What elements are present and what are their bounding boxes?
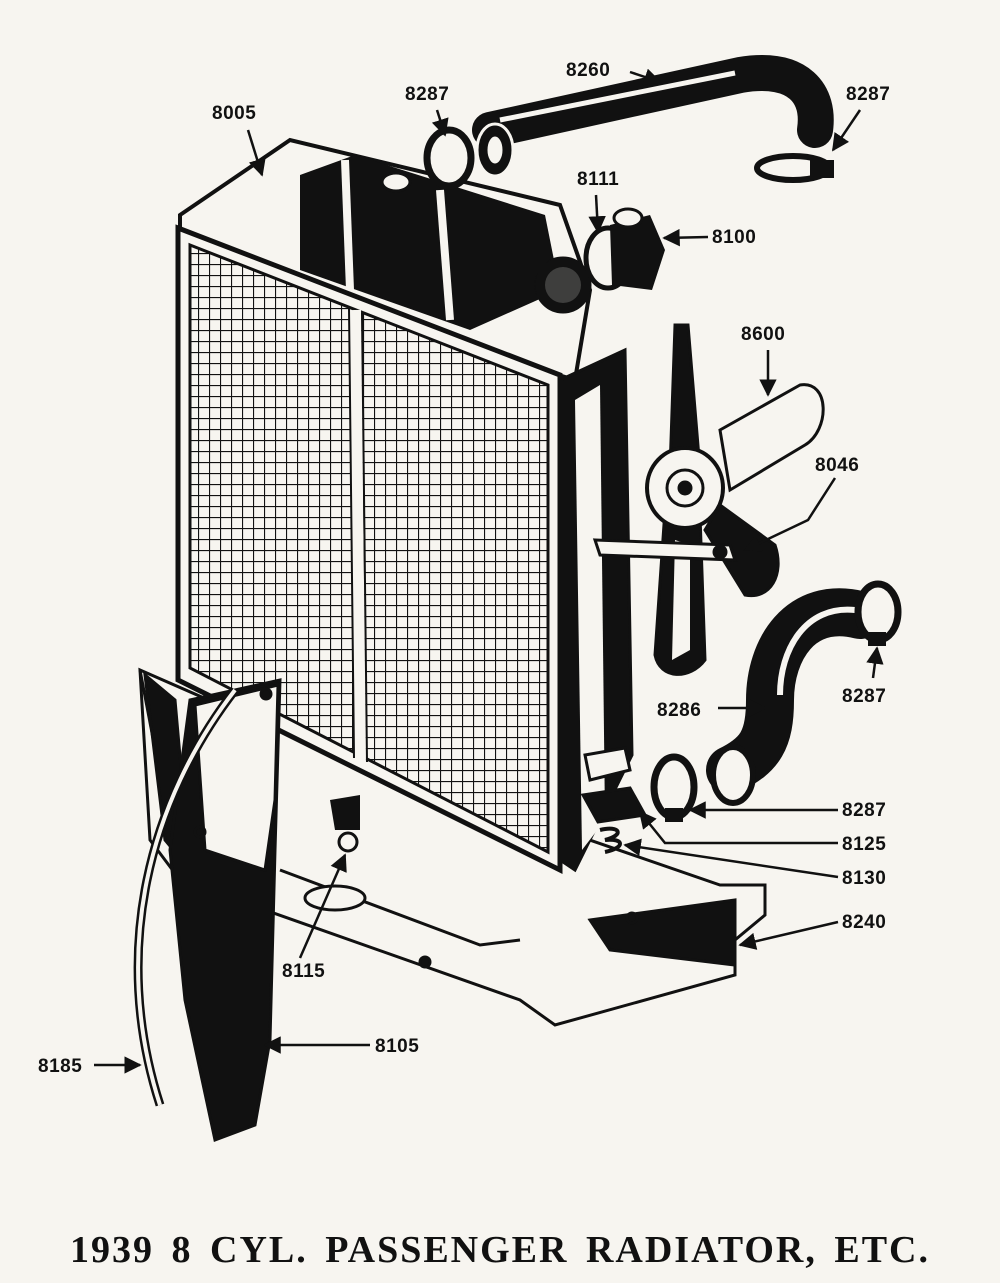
leader-8100 xyxy=(662,228,709,247)
radiator-exploded-diagram: 8005 8287 8260 8287 8111 8100 8600 8046 … xyxy=(38,55,902,1143)
part-label-8105: 8105 xyxy=(375,1036,420,1057)
hose-clamp-upper-left xyxy=(423,126,475,190)
leader-8260 xyxy=(629,68,662,86)
leader-8240 xyxy=(738,920,839,950)
part-label-8287-upper-left: 8287 xyxy=(405,84,450,105)
lower-hose xyxy=(706,588,884,806)
part-label-8287-lower-left: 8287 xyxy=(842,800,887,821)
leader-8115 xyxy=(298,853,347,959)
leader-8287-c xyxy=(866,646,884,679)
part-label-8046: 8046 xyxy=(815,455,860,476)
leader-8125 xyxy=(638,810,838,845)
mounting-pad-and-spring xyxy=(580,746,648,854)
part-label-8287-upper-right: 8287 xyxy=(846,84,891,105)
part-label-8111: 8111 xyxy=(577,169,620,190)
leader-lines xyxy=(94,68,884,1074)
part-label-8260: 8260 xyxy=(566,60,611,81)
leader-8130 xyxy=(623,838,839,879)
part-label-8115: 8115 xyxy=(282,961,326,982)
leader-8046 xyxy=(743,477,837,552)
part-label-8240: 8240 xyxy=(842,912,887,933)
part-label-8600: 8600 xyxy=(741,324,786,345)
part-label-8125: 8125 xyxy=(842,834,887,855)
part-label-8100: 8100 xyxy=(712,227,757,248)
leader-8287-b xyxy=(831,109,862,152)
hose-clamp-upper-right xyxy=(754,153,834,183)
leader-8287-a xyxy=(431,109,449,137)
part-label-8005: 8005 xyxy=(212,103,257,124)
leader-8111 xyxy=(588,194,606,234)
part-label-8287-lower-right: 8287 xyxy=(842,686,887,707)
part-label-8185: 8185 xyxy=(38,1056,83,1077)
hose-clamp-lower-right xyxy=(854,580,902,646)
upper-hose xyxy=(472,55,834,178)
fan-bracket xyxy=(592,538,738,562)
part-label-8130: 8130 xyxy=(842,868,887,889)
radiator-shield xyxy=(168,678,282,1143)
diagram-caption: 1939 8 CYL. PASSENGER RADIATOR, ETC. xyxy=(70,1229,930,1271)
radiator-cap xyxy=(583,207,665,291)
radiator-illustration xyxy=(94,55,902,1143)
leader-8005 xyxy=(246,129,266,177)
hose-clamp-lower-left xyxy=(650,753,698,822)
part-label-8286: 8286 xyxy=(657,700,702,721)
shield-welt-strip xyxy=(133,687,239,1107)
